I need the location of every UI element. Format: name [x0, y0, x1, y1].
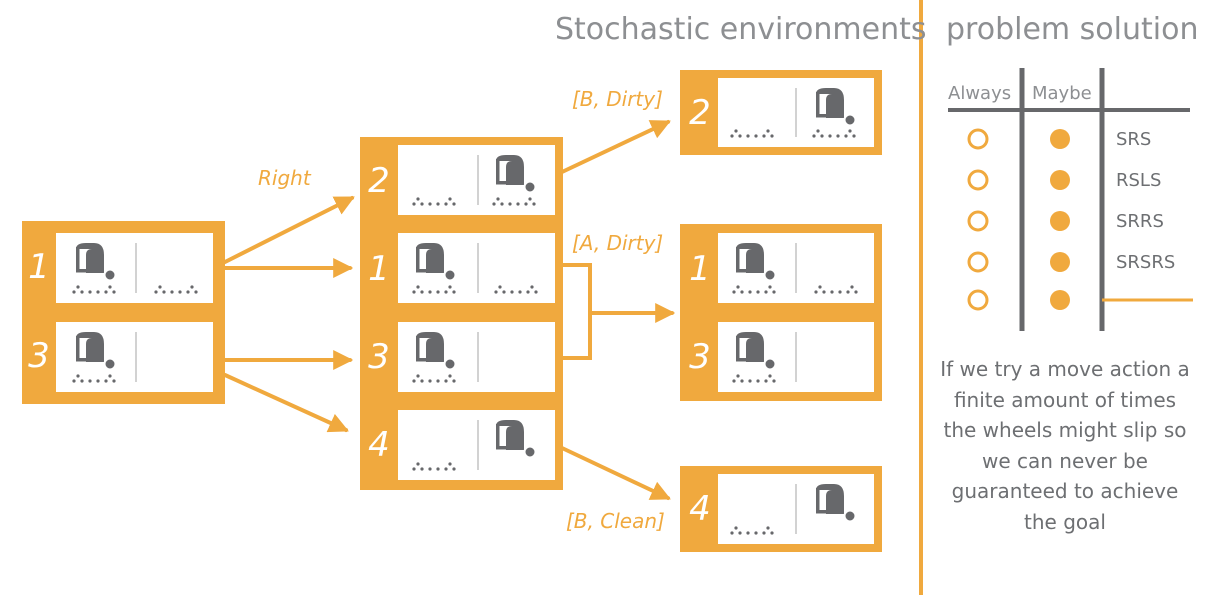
always-mark [967, 210, 989, 232]
always-mark [967, 128, 989, 150]
column-header-always: Always [948, 83, 1012, 104]
state-number: 1 [368, 249, 390, 289]
belief-state-after-right: 2 1 3 4 [360, 137, 563, 490]
arrow-initial-to-2 [223, 196, 355, 264]
arrow-to-b-dirty [560, 120, 671, 174]
state-number: 1 [28, 247, 50, 287]
maybe-mark [1050, 290, 1070, 310]
plan-row-srs: SRS [1116, 129, 1152, 150]
always-mark [967, 169, 989, 191]
state-number: 4 [368, 425, 390, 465]
slide-title: Stochastic environments [555, 12, 927, 47]
arrow-initial-to-4 [223, 373, 349, 433]
maybe-mark [1050, 252, 1070, 272]
always-column-marks [967, 128, 989, 311]
maybe-mark [1050, 211, 1070, 231]
world-state-2: 2 [689, 78, 874, 147]
always-mark [967, 289, 989, 311]
world-state-4: 4 [689, 474, 874, 544]
state-number: 3 [689, 337, 711, 377]
world-state-3: 3 [368, 322, 555, 392]
belief-state-b-clean: 4 [680, 466, 882, 552]
arrow-to-b-clean [560, 446, 671, 500]
maybe-column-marks [1050, 129, 1070, 310]
state-number: 2 [368, 161, 390, 201]
action-label-right: Right [258, 166, 312, 190]
percept-label-b-clean: [B, Clean] [566, 509, 665, 533]
percept-label-b-dirty: [B, Dirty] [572, 87, 663, 111]
world-state-1: 1 [368, 233, 555, 303]
arrow-bracket-a-dirty [560, 263, 592, 360]
world-state-2: 2 [368, 145, 555, 215]
explanation-note: If we try a move action a finite amount … [940, 357, 1190, 534]
state-number: 4 [689, 489, 711, 529]
plan-row-srsrs: SRSRS [1116, 252, 1176, 273]
column-header-maybe: Maybe [1032, 83, 1092, 104]
world-state-3: 3 [28, 322, 213, 392]
maybe-mark [1050, 170, 1070, 190]
maybe-mark [1050, 129, 1070, 149]
world-state-3: 3 [689, 322, 874, 392]
always-mark [967, 251, 989, 273]
world-state-1: 1 [28, 233, 213, 303]
world-state-1: 1 [689, 233, 874, 303]
plan-row-rsls: RSLS [1116, 170, 1162, 191]
state-number: 2 [689, 93, 711, 133]
belief-state-b-dirty: 2 [680, 70, 882, 155]
arrows [223, 120, 676, 500]
state-number: 3 [368, 337, 390, 377]
state-number: 1 [689, 249, 711, 289]
plan-row-srrs: SRRS [1116, 211, 1164, 232]
state-number: 3 [28, 336, 50, 376]
world-state-4: 4 [368, 410, 555, 480]
belief-state-initial: 1 3 [22, 221, 225, 404]
belief-state-a-dirty: 1 3 [680, 224, 882, 401]
panel-title: problem solution [946, 12, 1199, 47]
percept-label-a-dirty: [A, Dirty] [572, 231, 663, 255]
